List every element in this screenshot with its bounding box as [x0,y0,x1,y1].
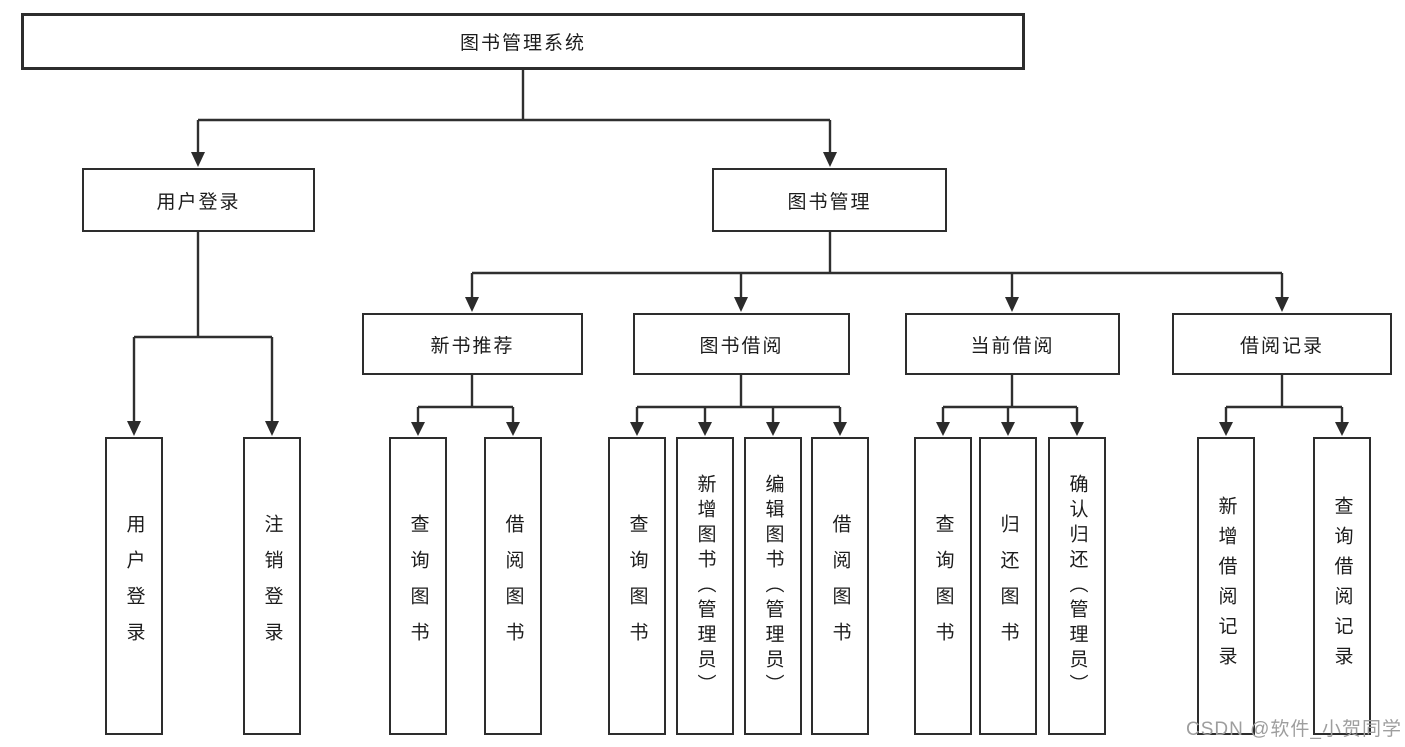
node-user-login: 用户登录 [82,168,315,232]
connector-new-book-recommend [411,375,520,436]
connector-current-borrowing [936,375,1084,436]
node-label: 用户登录 [156,191,241,213]
node-leaf-return-books: 归还图书 [979,437,1037,735]
node-label: 新增图书（管理员） [694,473,716,699]
node-label: 新书推荐 [430,335,515,357]
node-borrowing-records: 借阅记录 [1172,313,1392,375]
node-label: 归还图书 [997,514,1019,658]
node-label: 用户登录 [123,514,145,658]
connector-book-management [465,232,1289,312]
node-current-borrowing: 当前借阅 [905,313,1120,375]
connector-user-login [127,232,279,436]
node-book-management: 图书管理 [712,168,947,232]
node-label: 当前借阅 [970,335,1055,357]
node-leaf-logout: 注销登录 [243,437,301,735]
csdn-watermark: CSDN @软件_小贺同学 [1186,719,1402,740]
node-leaf-edit-books-admin: 编辑图书（管理员） [744,437,802,735]
node-label: 图书管理系统 [459,33,586,54]
node-leaf-add-borrow-record: 新增借阅记录 [1197,437,1255,735]
node-label: 查询图书 [407,514,429,658]
node-label: 图书管理 [787,191,872,213]
node-label: 确认归还（管理员） [1066,473,1088,699]
node-leaf-query-books-recommend: 查询图书 [389,437,447,735]
connector-book-borrowing [630,375,847,436]
node-new-book-recommend: 新书推荐 [362,313,583,375]
node-leaf-query-borrow-record: 查询借阅记录 [1313,437,1371,735]
node-book-borrowing: 图书借阅 [633,313,850,375]
node-label: 注销登录 [261,514,283,658]
node-label: 查询图书 [932,514,954,658]
node-leaf-borrow-books: 借阅图书 [811,437,869,735]
node-label: 查询图书 [626,514,648,658]
node-label: 新增借阅记录 [1215,496,1237,676]
node-label: 查询借阅记录 [1331,496,1353,676]
node-leaf-borrow-books-recommend: 借阅图书 [484,437,542,735]
node-label: 借阅图书 [502,514,524,658]
node-label: 编辑图书（管理员） [762,473,784,699]
node-leaf-query-books-current: 查询图书 [914,437,972,735]
node-label: 借阅记录 [1239,335,1324,357]
node-label: 借阅图书 [829,514,851,658]
connector-borrowing-records [1219,375,1349,436]
node-leaf-user-login: 用户登录 [105,437,163,735]
node-leaf-confirm-return-admin: 确认归还（管理员） [1048,437,1106,735]
node-leaf-add-books-admin: 新增图书（管理员） [676,437,734,735]
node-label: 图书借阅 [699,335,784,357]
connector-root [191,70,837,167]
node-leaf-query-books-borrowing: 查询图书 [608,437,666,735]
node-library-management-system: 图书管理系统 [21,13,1025,70]
